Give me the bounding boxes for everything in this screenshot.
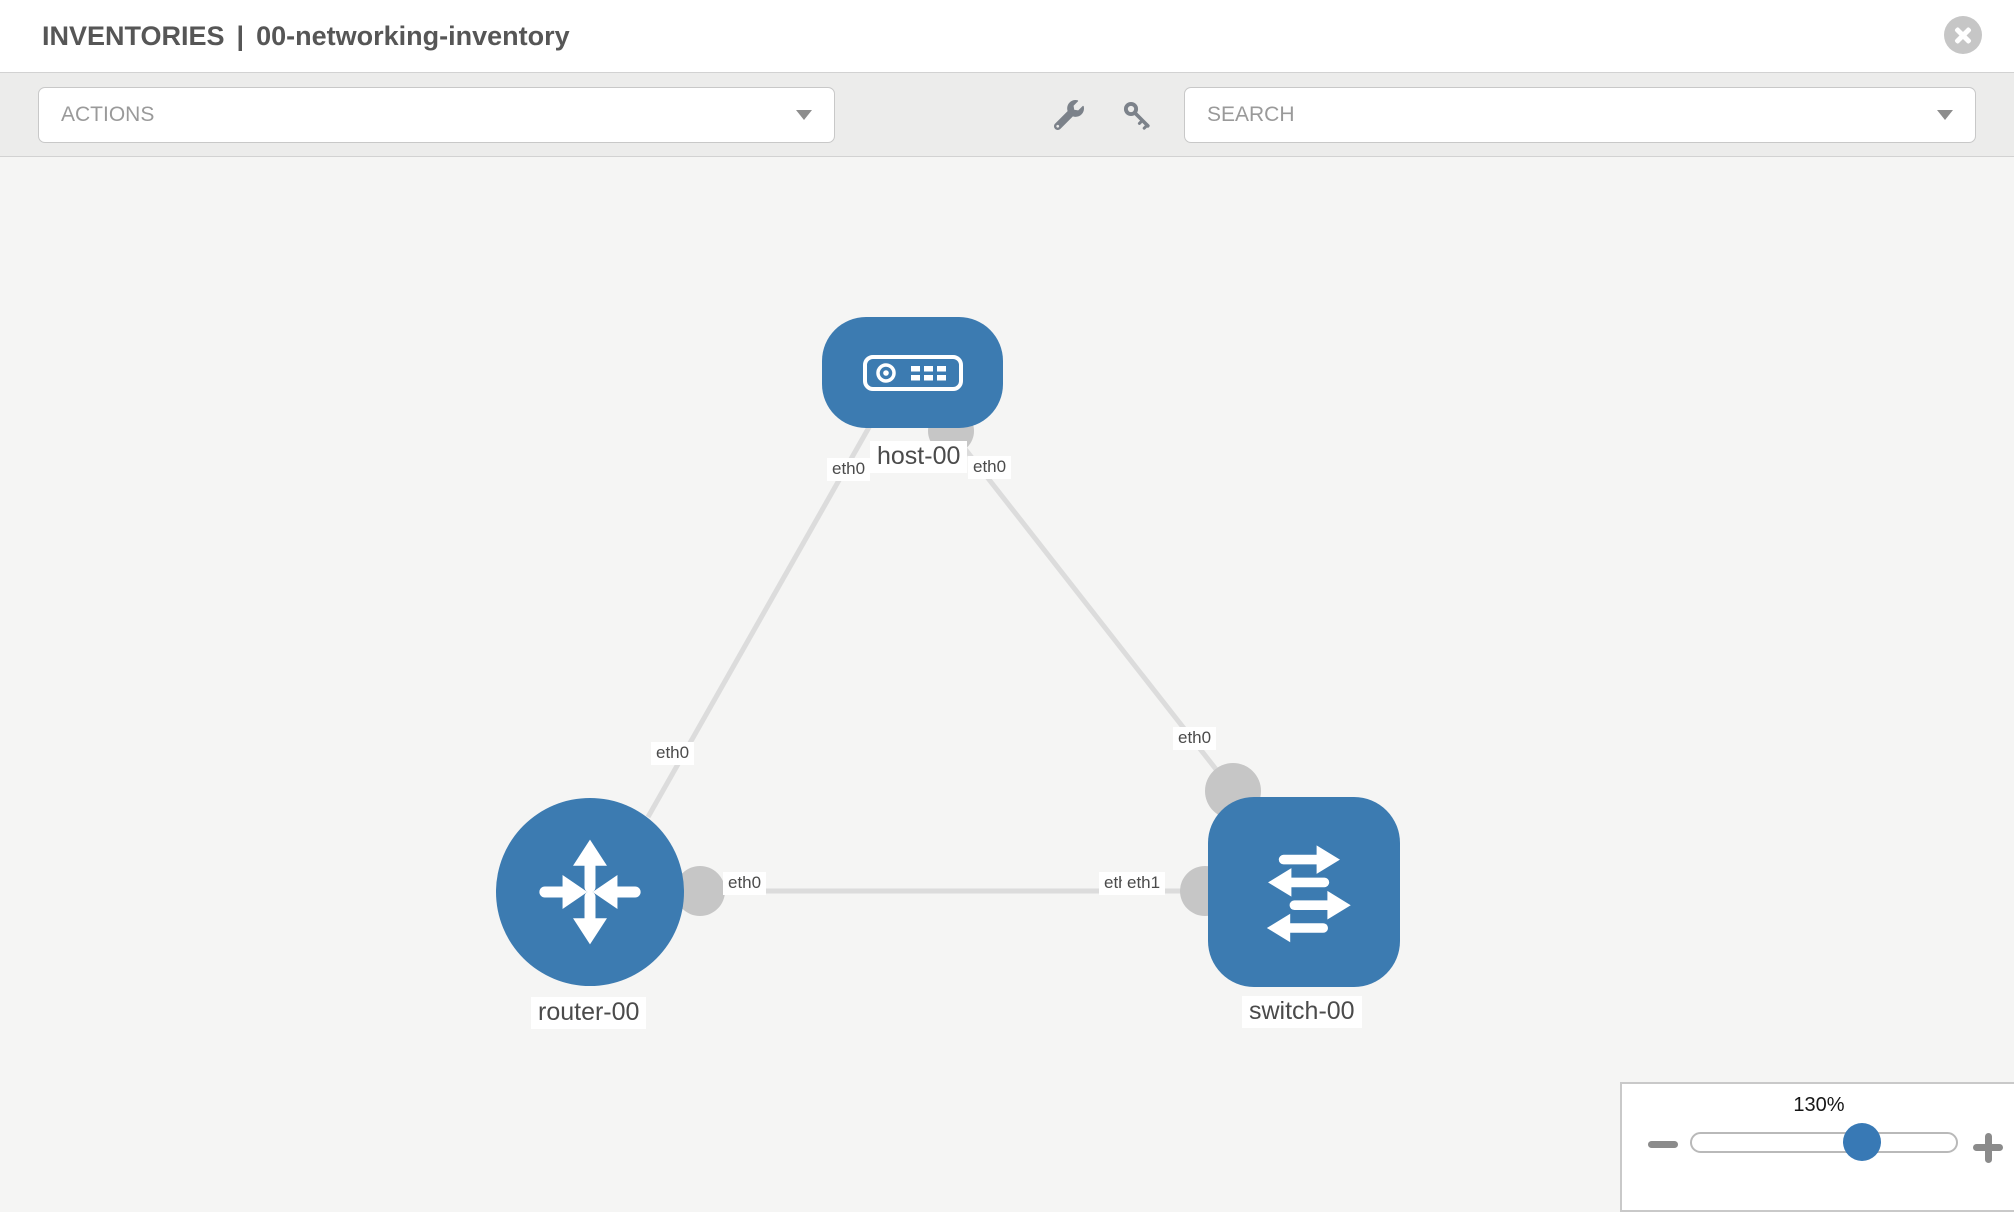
interface-label-router-top: eth0 [651,742,695,765]
topology-canvas[interactable]: host-00 router-00 switch-00 eth0 eth0 et… [0,157,2014,1200]
search-select[interactable]: SEARCH [1184,86,1976,143]
topology-links-layer [645,408,1261,916]
actions-select[interactable]: ACTIONS [38,86,835,143]
switch-icon [1266,845,1351,943]
node-label-router-00: router-00 [531,997,647,1029]
interface-label-router-right: eth0 [723,872,767,895]
host-icon [862,354,963,391]
node-router-00[interactable] [496,798,684,986]
key-icon [1123,101,1150,130]
interface-label-host-left: eth0 [827,458,871,481]
node-label-host-00: host-00 [870,441,968,473]
page-title: INVENTORIES | 00-networking-inventory [42,0,570,72]
zoom-slider-handle[interactable] [1843,1123,1881,1161]
page-header: INVENTORIES | 00-networking-inventory [0,0,2014,73]
zoom-panel: 130% [1620,1082,2014,1212]
chevron-down-icon [1937,109,1953,120]
interface-label-host-right: eth0 [968,456,1012,479]
router-icon [539,839,641,945]
node-label-switch-00: switch-00 [1242,996,1362,1028]
node-switch-00[interactable] [1208,797,1400,987]
zoom-slider-track[interactable] [1690,1132,1958,1153]
interface-label-switch-left: eth1 [1122,872,1166,895]
title-inventory-name: 00-networking-inventory [256,20,570,51]
toolbar: ACTIONS SEARCH [0,73,2014,157]
node-host-00[interactable] [822,317,1003,428]
credentials-button[interactable] [1120,98,1154,132]
title-section: INVENTORIES [42,20,225,51]
title-divider: | [236,20,245,51]
plus-icon [1984,1133,1992,1163]
interface-label-switch-top: eth0 [1173,727,1217,750]
search-select-label: SEARCH [1207,102,1295,126]
wrench-icon [1054,99,1084,130]
chevron-down-icon [796,109,812,120]
configure-button[interactable] [1052,98,1086,132]
zoom-in-button[interactable] [1969,1129,2007,1167]
close-button[interactable] [1944,16,1982,54]
zoom-level-label: 130% [1793,1094,1845,1116]
actions-select-label: ACTIONS [61,102,155,126]
connector-router-right [675,866,725,916]
zoom-out-button[interactable] [1648,1141,1678,1148]
